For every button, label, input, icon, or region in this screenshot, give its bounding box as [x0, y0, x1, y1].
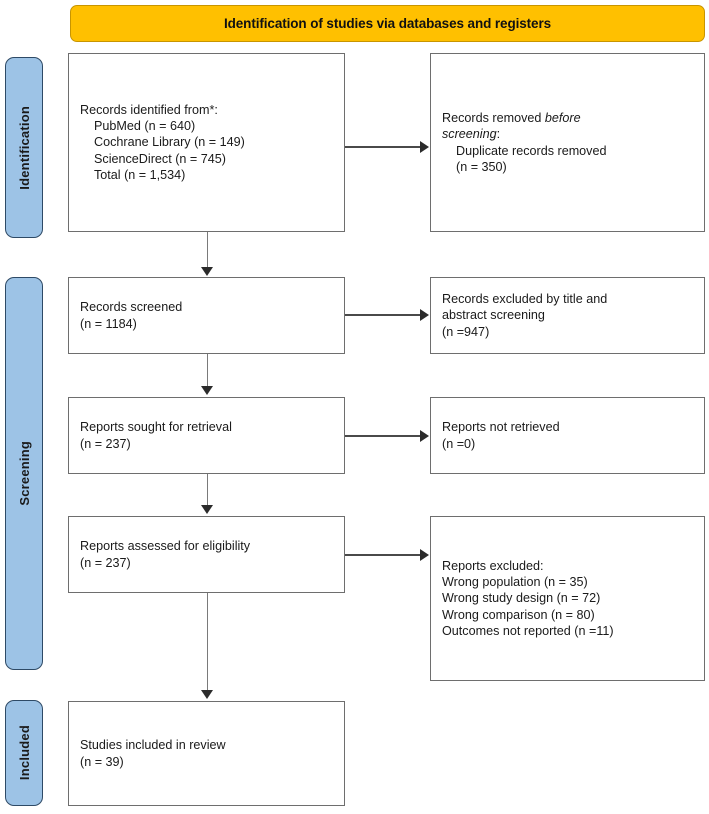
box-records-identified-text: Records identified from*: PubMed (n = 64…: [80, 102, 245, 183]
connector-identified-to-removed: [345, 146, 421, 148]
connector-sought-to-not-retrieved: [345, 435, 421, 437]
connector-assessed-to-excluded: [345, 554, 421, 556]
phase-banner-identification: Identification of studies via databases …: [70, 5, 705, 42]
arrowhead-assessed-to-included: [200, 690, 213, 699]
box-records-identified: Records identified from*: PubMed (n = 64…: [68, 53, 345, 232]
stage-tab-screening-label: Screening: [16, 441, 32, 506]
connector-screened-to-excluded: [345, 314, 421, 316]
box-reports-excluded-text: Reports excluded: Wrong population (n = …: [442, 558, 614, 639]
box-reports-assessed-text: Reports assessed for eligibility (n = 23…: [80, 539, 251, 570]
arrowhead-identified-to-removed: [420, 140, 429, 153]
box-records-removed-text: Records removed before screening: Duplic…: [442, 110, 607, 174]
connector-screened-to-sought: [206, 354, 209, 387]
box-records-screened: Records screened (n = 1184): [68, 277, 345, 354]
stage-tab-identification-label: Identification: [16, 105, 32, 190]
arrowhead-identified-to-screened: [200, 267, 213, 276]
box-reports-assessed: Reports assessed for eligibility (n = 23…: [68, 516, 345, 593]
box-reports-not-retrieved: Reports not retrieved (n =0): [430, 397, 705, 474]
arrowhead-screened-to-excluded: [420, 308, 429, 321]
box-records-excluded: Records excluded by title and abstract s…: [430, 277, 705, 354]
box-studies-included: Studies included in review (n = 39): [68, 701, 345, 806]
stage-tab-identification: Identification: [5, 57, 43, 238]
connector-identified-to-screened: [206, 232, 209, 268]
stage-tab-included-label: Included: [16, 725, 32, 781]
arrowhead-sought-to-not-retrieved: [420, 429, 429, 442]
phase-banner-title: Identification of studies via databases …: [223, 16, 552, 31]
connector-assessed-to-included: [206, 593, 209, 691]
box-records-removed: Records removed before screening: Duplic…: [430, 53, 705, 232]
box-reports-excluded: Reports excluded: Wrong population (n = …: [430, 516, 705, 681]
box-records-excluded-text: Records excluded by title and abstract s…: [442, 291, 608, 339]
box-records-screened-text: Records screened (n = 1184): [80, 300, 183, 331]
box-reports-not-retrieved-text: Reports not retrieved (n =0): [442, 420, 560, 451]
box-reports-sought: Reports sought for retrieval (n = 237): [68, 397, 345, 474]
arrowhead-assessed-to-excluded: [420, 548, 429, 561]
stage-tab-included: Included: [5, 700, 43, 806]
stage-tab-screening: Screening: [5, 277, 43, 670]
box-reports-sought-text: Reports sought for retrieval (n = 237): [80, 420, 232, 451]
connector-sought-to-assessed: [206, 474, 209, 506]
arrowhead-sought-to-assessed: [200, 505, 213, 514]
box-studies-included-text: Studies included in review (n = 39): [80, 738, 226, 769]
arrowhead-screened-to-sought: [200, 386, 213, 395]
